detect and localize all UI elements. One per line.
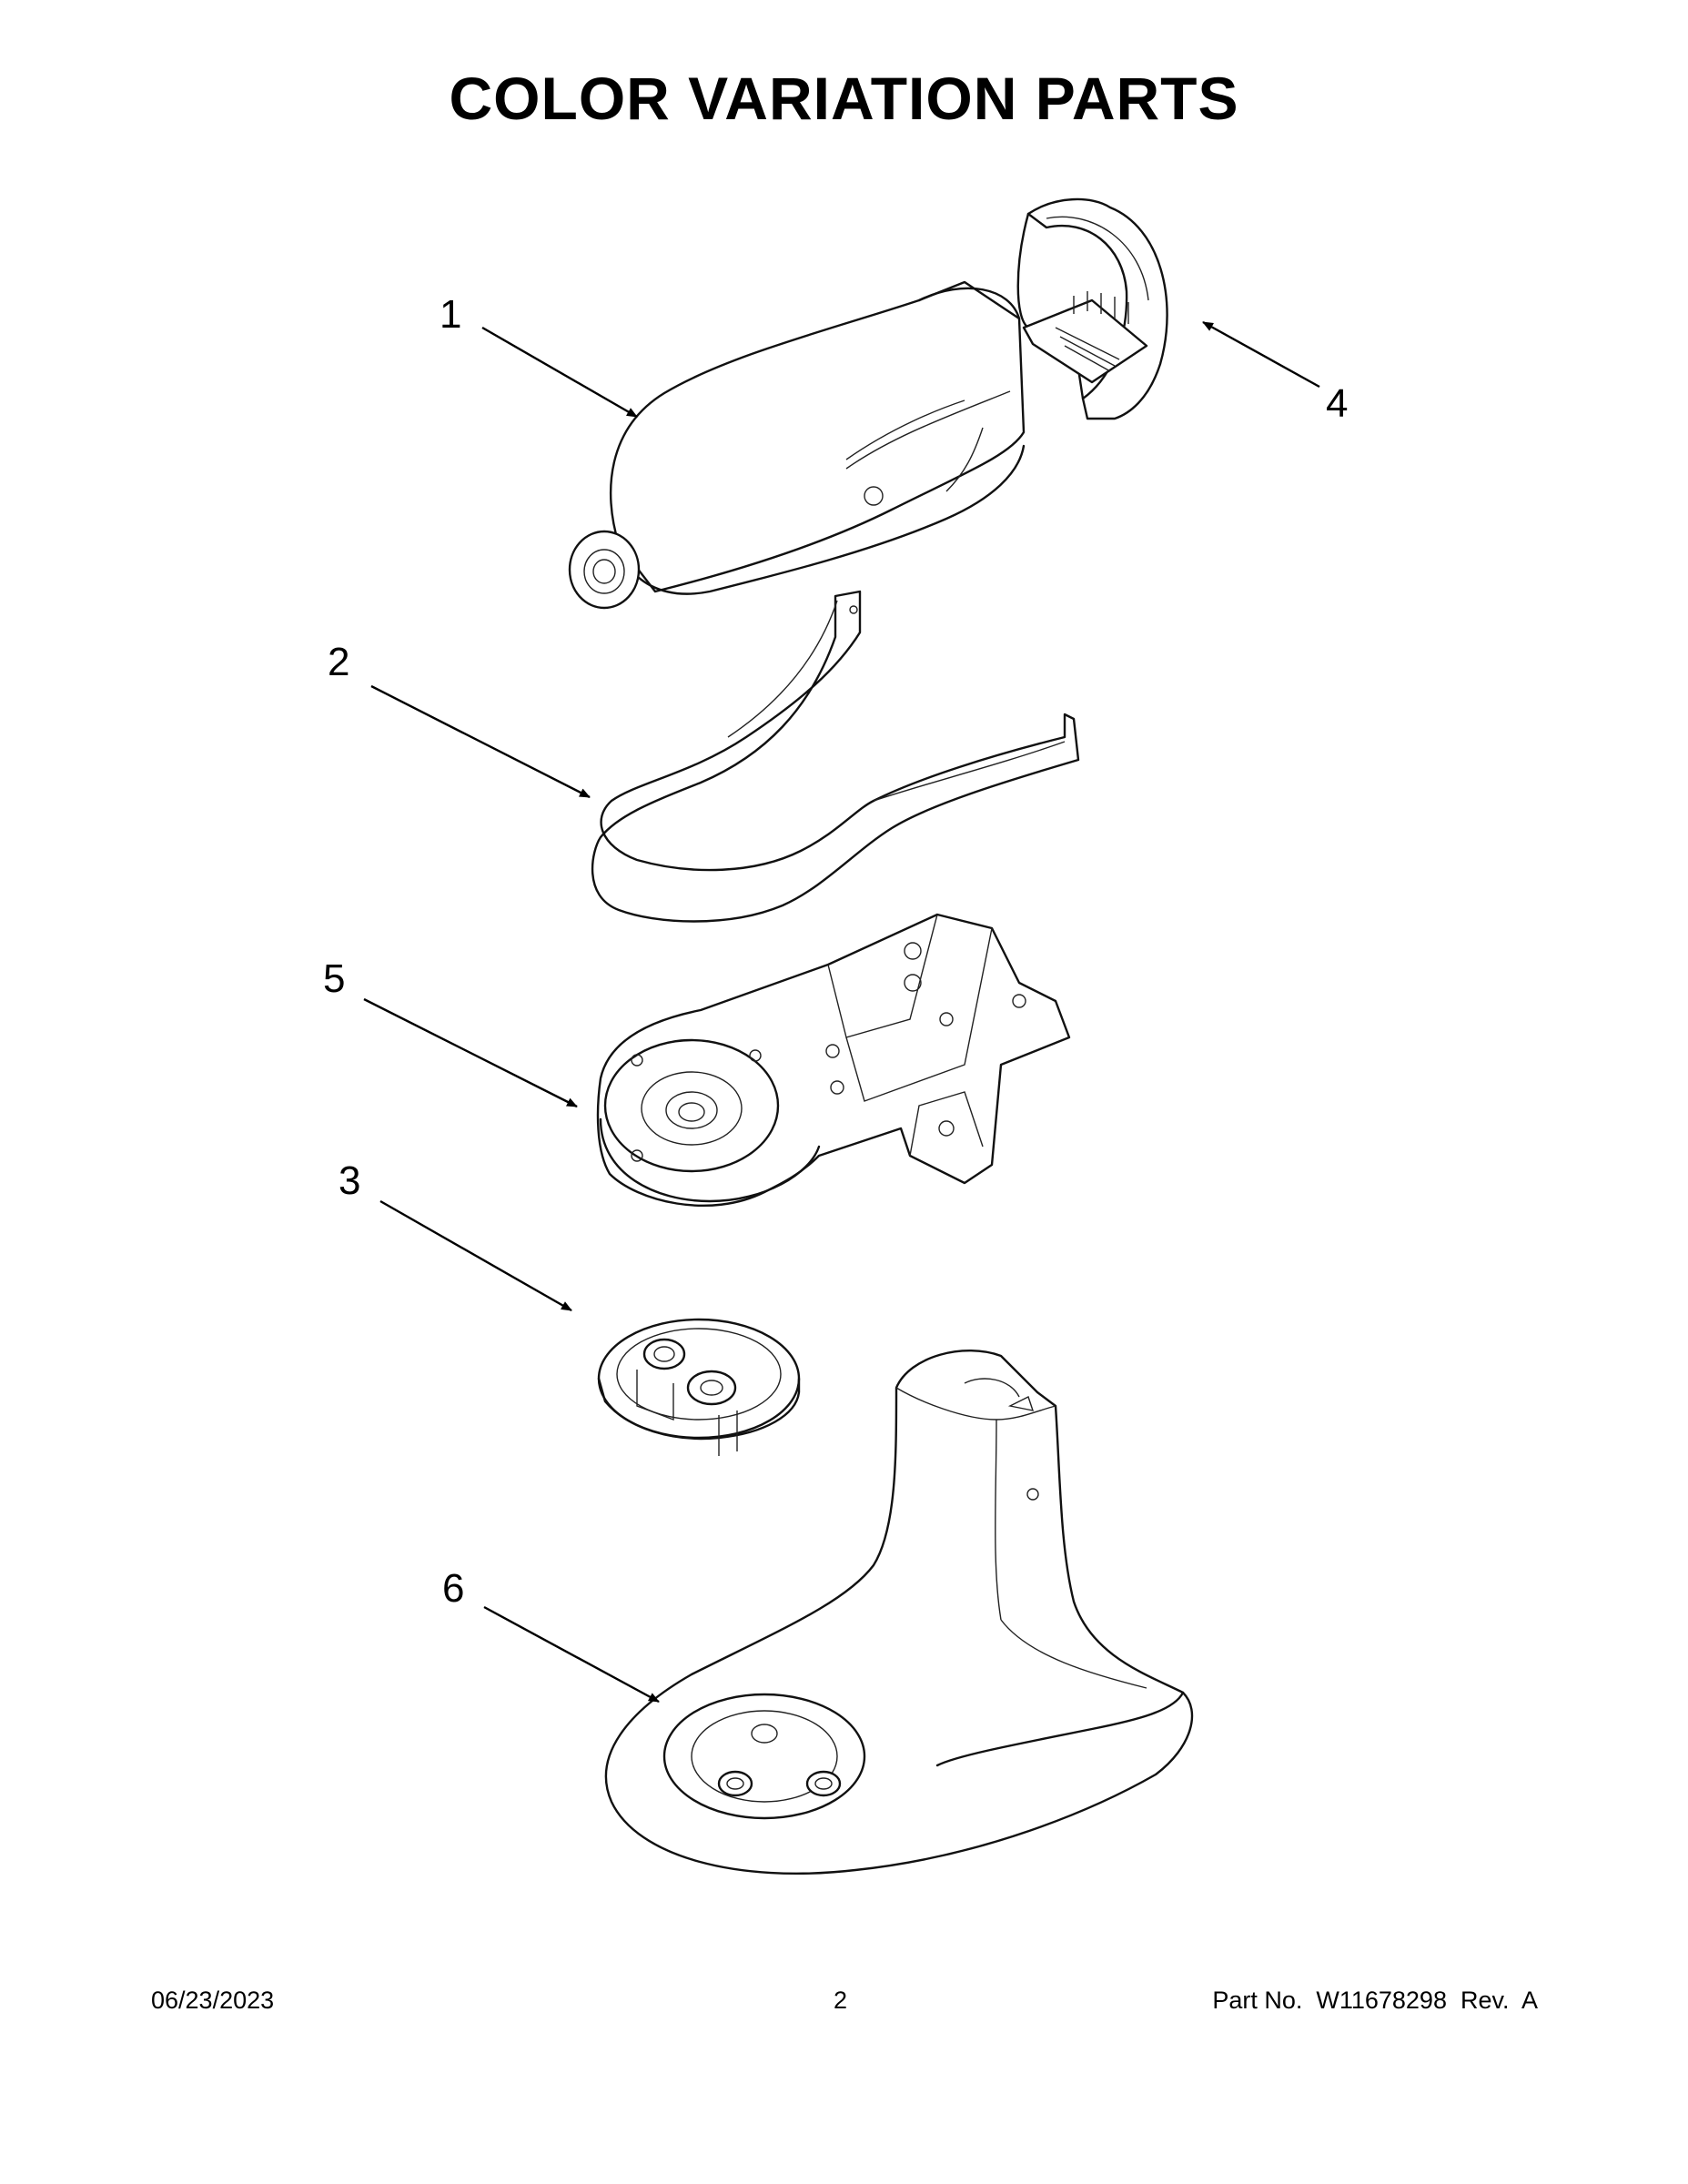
callout-2-arrow bbox=[370, 684, 591, 799]
callout-6-arrow bbox=[483, 1605, 660, 1704]
callout-4-arrow bbox=[1202, 320, 1320, 389]
page-title: COLOR VARIATION PARTS bbox=[449, 65, 1239, 132]
callout-3-arrow bbox=[379, 1199, 572, 1312]
callout-6: 6 bbox=[442, 1566, 464, 1611]
callout-1: 1 bbox=[440, 292, 461, 337]
footer-date: 06/23/2023 bbox=[151, 1987, 275, 2014]
head-housing-part bbox=[568, 280, 1026, 610]
footer-part-number: Part No. W11678298 Rev. A bbox=[1212, 1987, 1538, 2014]
gear-housing-part bbox=[596, 913, 1071, 1208]
callout-5: 5 bbox=[323, 956, 345, 1001]
callout-4: 4 bbox=[1326, 381, 1348, 426]
trim-band-part bbox=[591, 590, 1080, 923]
callout-2: 2 bbox=[328, 640, 349, 684]
pedestal-base-part bbox=[604, 1350, 1194, 1876]
callout-5-arrow bbox=[363, 997, 578, 1108]
planetary-cover-part bbox=[597, 1318, 801, 1456]
rear-cover-part bbox=[1016, 197, 1168, 420]
footer-page-number: 2 bbox=[834, 1987, 848, 2014]
callout-3: 3 bbox=[339, 1158, 360, 1203]
callout-1-arrow bbox=[481, 326, 638, 419]
